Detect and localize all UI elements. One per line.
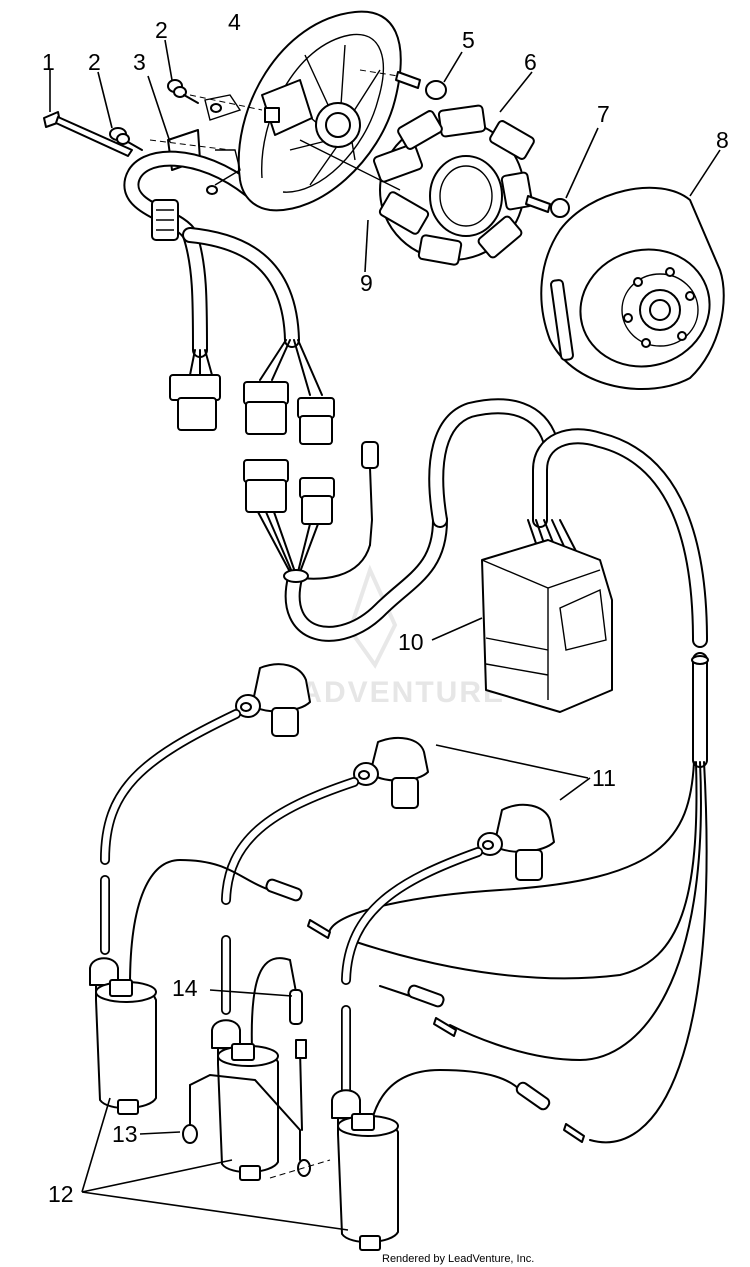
part-12-ignition-coil-middle xyxy=(211,1019,279,1181)
callout-9: 9 xyxy=(360,270,373,296)
part-9-leader xyxy=(364,219,369,273)
connector-3pin-b xyxy=(243,459,289,483)
part-14-leader xyxy=(209,989,293,997)
footer-credit: Rendered by LeadVenture, Inc. xyxy=(382,1253,534,1265)
part-12-ignition-coil-right xyxy=(331,1089,399,1251)
part-12-leader-lines xyxy=(81,1097,349,1231)
bullet-connector xyxy=(361,441,379,469)
callout-8: 8 xyxy=(716,127,729,153)
harness-right-down xyxy=(329,652,709,1144)
primary-leads xyxy=(129,858,585,1143)
callout-11: 11 xyxy=(592,765,616,791)
part-10-cdi-box xyxy=(428,398,708,713)
callout-3: 3 xyxy=(133,49,146,75)
callout-12: 12 xyxy=(48,1181,74,1207)
part-12-ignition-coil-left xyxy=(89,957,157,1115)
part-8-flywheel xyxy=(540,149,725,390)
callout-2b: 2 xyxy=(155,17,168,43)
part-1-cable-tie xyxy=(43,70,133,157)
callout-4: 4 xyxy=(228,9,241,35)
stator-harness xyxy=(123,150,300,358)
part-2-screw-right xyxy=(164,39,199,104)
part-11-leader-lines xyxy=(435,744,591,801)
part-9-stator-plate xyxy=(149,10,402,212)
callout-labels: 1 2 2 3 4 5 6 7 8 9 10 11 12 13 14 xyxy=(42,9,729,1207)
part-11-plug-cap-left xyxy=(100,663,311,955)
part-7-bolt xyxy=(525,127,599,218)
callout-1: 1 xyxy=(42,49,55,75)
part-13-ground-terminal xyxy=(139,1039,331,1179)
callout-13: 13 xyxy=(112,1121,138,1147)
part-11-plug-cap-middle xyxy=(221,736,429,1015)
callout-7: 7 xyxy=(597,101,610,127)
part-6-stator-coils xyxy=(299,71,535,266)
part-5-screw xyxy=(359,51,463,100)
callout-10: 10 xyxy=(398,629,424,655)
callout-14: 14 xyxy=(172,975,198,1001)
callout-6: 6 xyxy=(524,49,537,75)
part-2-screw-left xyxy=(97,71,143,151)
harness-connectors xyxy=(169,339,448,642)
callout-2a: 2 xyxy=(88,49,101,75)
part-11-plug-cap-right xyxy=(341,803,555,1095)
callout-5: 5 xyxy=(462,27,475,53)
connector-4pin xyxy=(169,374,221,401)
connector-3pin-a xyxy=(243,381,289,405)
